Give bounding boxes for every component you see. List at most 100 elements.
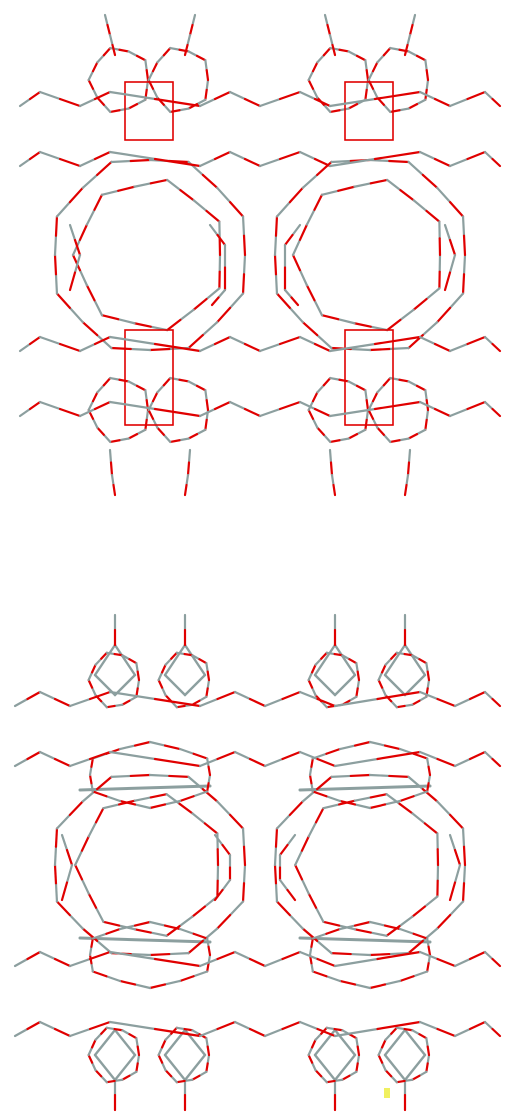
top-col0-ring-a-9-si-half [144, 59, 148, 72]
top-col1-big-ring-8-si-half [273, 234, 278, 257]
bot-col0-bring-0-6-o-half [100, 1026, 108, 1035]
bot-col1-big-ring-2-si-half [421, 927, 439, 942]
top-col1-ring-b-3-si-half [382, 103, 392, 114]
top-row-1-4-o-half [213, 150, 232, 161]
top-col1-ring-c-8-o-half [355, 384, 367, 392]
bot-col1-tring-0-5-si-half [307, 671, 314, 682]
bot-col1-bar-upper [298, 784, 432, 792]
bot-link-far-r-0-si-half [448, 833, 457, 852]
bot-col0-big-ring-2-o-half [187, 939, 204, 955]
top-col0-ring-c-3-o-half [96, 426, 105, 436]
bot-row-3-5-si-half [233, 1020, 252, 1031]
bot-col1-bring-0-9-si-half [355, 1037, 359, 1048]
bot-col0-big-ring-14-o-half [229, 813, 245, 830]
top-col0-ring-d-4-si-half [151, 417, 159, 429]
top-link-r-2-si-half [283, 288, 293, 299]
top-col0-ring-b-0-si-half [205, 78, 210, 91]
bot-col0-tet-b1d [183, 1053, 207, 1082]
top-col1-inner-ring-4-o-half [320, 314, 340, 321]
bot-col1-tring-1-2-o-half [395, 704, 406, 709]
top-col1-big-ring-3-si-half [388, 346, 410, 351]
bot-row-3-10-si-half [453, 1027, 472, 1038]
top-col0-ring-b-4-si-half [151, 87, 159, 99]
bot-col0-arc-dn-10-o-half [192, 932, 209, 940]
top-col0-ring-d-7-si-half [169, 376, 181, 381]
bot-col0-tring-0-7-o-half [113, 652, 124, 657]
bot-col1-inner-ring-6-si-half [300, 878, 310, 895]
top-col0-stub-a-0-o-half [106, 23, 112, 37]
bot-col0-arc-dn-4-o-half [91, 970, 108, 978]
top-col0-ring-d-3-si-half [162, 433, 172, 444]
bot-col0-big-ring-3-si-half [168, 952, 190, 956]
bot-row-0-7-o-half [316, 697, 337, 708]
bot-link-far-l-0-si-half [60, 833, 69, 852]
top-col0-ring-a-8-si-half [127, 50, 139, 57]
bot-col0-big-ring-13-o-half [201, 788, 219, 803]
bot-link-far-l-0-o-half [65, 848, 74, 867]
top-col1-ring-c-5-o-half [311, 391, 319, 403]
top-col1-ring-d-6-si-half [376, 384, 385, 394]
bot-col1-tet-b1d [403, 1053, 427, 1082]
top-col1-inner-ring-7-o-half [298, 223, 309, 241]
bot-col0-big-ring-3-o-half [148, 952, 171, 957]
bot-col0-inner-ring-5-si-half [94, 906, 105, 923]
bot-col1-arc-up-2-si-half [383, 799, 402, 806]
bot-col0-inner-ring-12-o-half [203, 822, 219, 835]
top-col1-ring-c-9-si-half [364, 389, 368, 402]
bot-col0-arc-up-3-si-half [133, 803, 152, 810]
bot-col1-tring-0-8-si-half [341, 654, 351, 661]
top-col1-big-ring-9-o-half [288, 186, 304, 204]
top-col0-stub-d-0-si-half [187, 448, 192, 464]
top-col1-stub-a-1-o-half [331, 43, 337, 57]
bot-row-1-1-o-half [53, 757, 72, 768]
bot-col1-arc-up-5-o-half [308, 773, 313, 785]
bot-col1-tet-t1a [383, 643, 407, 677]
bot-col0-bring-1-5-o-half [160, 1038, 167, 1049]
bot-col0-inner-ring-10-si-half [133, 796, 152, 802]
bot-col1-big-ring-10-o-half [316, 775, 333, 791]
bot-col1-arc-dn-4-si-half [325, 975, 342, 983]
bot-col0-arc-up-1-o-half [178, 795, 195, 803]
top-col0-ring-a-7-o-half [118, 48, 130, 53]
top-col0-inner-ring-10-o-half [149, 178, 169, 185]
bot-col1-bring-1-4-o-half [377, 1053, 384, 1064]
bot-col0-arc-dn-8-o-half [133, 920, 152, 927]
bot-row-2-4-si-half [198, 957, 219, 968]
top-col0-ring-a-2-o-half [109, 109, 121, 114]
top-col1-ring-a-3-si-half [322, 103, 332, 114]
bot-row-3-6-si-half [263, 1027, 284, 1038]
bot-link-r-0-o-half [278, 843, 289, 857]
bot-col1-tring-0-0-o-half [355, 687, 359, 698]
bot-col0-tring-0-5-si-half [87, 671, 94, 682]
bot-col1-arc-up-7-o-half [325, 747, 342, 755]
bot-col0-bring-0-3-si-half [100, 1075, 108, 1084]
bot-col0-bring-1-4-o-half [157, 1053, 164, 1064]
bot-col0-bring-0-7-o-half [113, 1027, 124, 1032]
top-row-1-3-si-half [108, 150, 157, 161]
bot-col1-arc-up-11-o-half [427, 765, 432, 777]
bot-col0-bring-1-0-si-half [206, 1053, 211, 1065]
top-col1-ring-a-5-o-half [311, 61, 319, 73]
top-row-3-8-si-half [328, 407, 377, 418]
top-link-far-r-0-o-half [448, 238, 457, 257]
top-col0-ring-b-8-o-half [195, 54, 207, 62]
bot-col1-big-ring-8-si-half [273, 845, 278, 867]
top-col0-ring-c-2-si-half [118, 437, 130, 442]
bot-col0-arc-up-1-si-half [192, 790, 209, 798]
top-col1-ring-b-5-si-half [367, 70, 375, 82]
bot-col1-arc-up-1-o-half [398, 795, 415, 803]
bot-col0-inner-ring-5-o-half [87, 892, 98, 909]
bot-col1-tring-1-4-o-half [377, 678, 384, 689]
top-row-3-1-si-half [38, 400, 62, 411]
top-col1-big-ring-5-si-half [316, 334, 333, 350]
top-col0-big-ring-9-si-half [55, 201, 71, 218]
top-col0-ring-c-4-si-half [91, 417, 99, 429]
top-col1-ring-c-9-o-half [365, 399, 370, 412]
bot-col1-bring-1-2-si-half [403, 1078, 414, 1083]
bot-col1-arc-up-0-si-half [427, 773, 432, 785]
top-col1-inner-ring-7-si-half [291, 238, 302, 257]
bot-col0-inner-ring-3-o-half [133, 928, 152, 934]
bot-col1-arc-dn-11-si-half [426, 937, 430, 948]
top-col1-ring-b-2-o-half [389, 109, 401, 114]
bot-row-2-9-si-half [418, 950, 439, 961]
